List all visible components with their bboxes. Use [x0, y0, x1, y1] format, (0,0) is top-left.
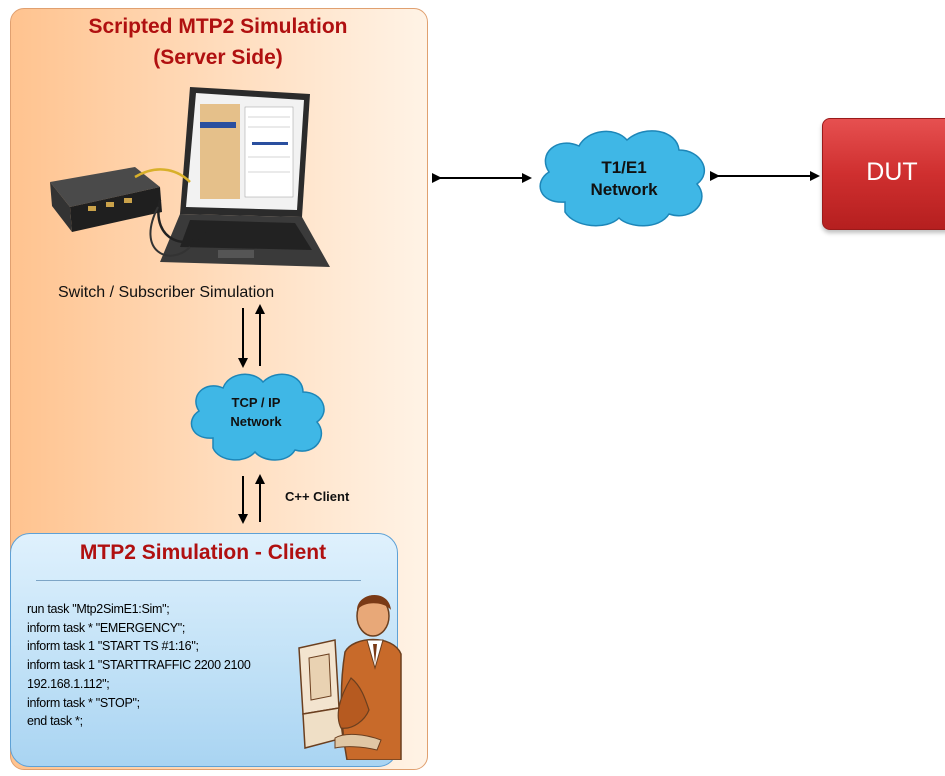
- dut-label: DUT: [866, 158, 918, 186]
- person-at-computer-illustration: [298, 594, 402, 760]
- tcp-ip-cloud: [190, 373, 325, 461]
- tcp-ip-line1: TCP / IP: [231, 395, 281, 410]
- script-line: inform task 1 "STARTTRAFFIC 2200 2100: [27, 658, 251, 673]
- script-line: inform task 1 "START TS #1:16";: [27, 639, 199, 654]
- script-line: run task "Mtp2SimE1:Sim";: [27, 602, 170, 616]
- t1-e1-cloud: [539, 130, 706, 227]
- tcp-ip-network-label: TCP / IP Network: [188, 393, 324, 431]
- script-line: inform task * "STOP";: [27, 695, 140, 710]
- t1-e1-line2: Network: [590, 180, 658, 199]
- script-line: inform task * "EMERGENCY";: [27, 620, 186, 635]
- client-title: MTP2 Simulation - Client: [79, 541, 327, 564]
- cpp-client-label: C++ Client: [285, 489, 350, 504]
- server-title: Scripted MTP2 Simulation: [88, 15, 348, 38]
- script-line: end task *;: [27, 714, 83, 729]
- t1-e1-network-label: T1/E1 Network: [534, 157, 714, 201]
- t1-e1-line1: T1/E1: [601, 158, 647, 177]
- tcp-ip-line2: Network: [230, 414, 282, 429]
- client-script: run task "Mtp2SimE1:Sim"; inform task * …: [27, 600, 327, 731]
- client-divider: [36, 580, 361, 581]
- server-subtitle: (Server Side): [153, 46, 283, 69]
- dut-box: [822, 118, 945, 230]
- script-line: 192.168.1.112";: [27, 676, 110, 691]
- switch-subscriber-label: Switch / Subscriber Simulation: [58, 284, 275, 301]
- laptop-hardware-illustration: [50, 87, 330, 267]
